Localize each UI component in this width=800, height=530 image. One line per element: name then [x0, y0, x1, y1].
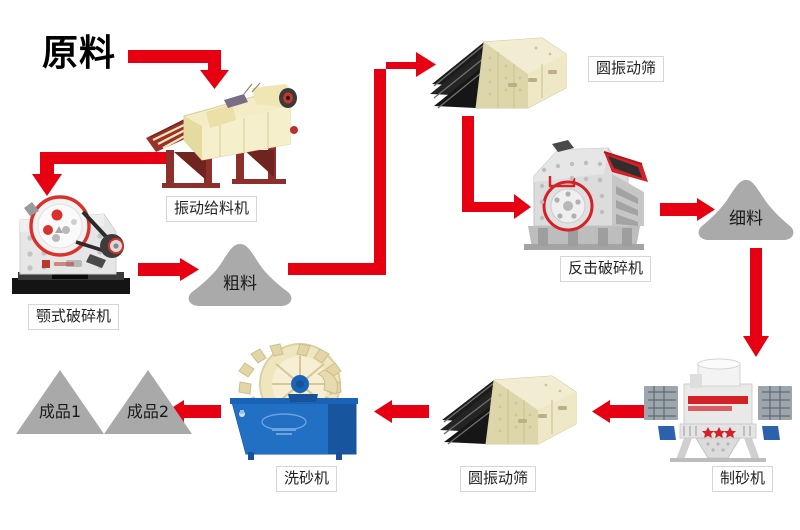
caption-sand-maker: 制砂机 — [712, 466, 774, 493]
caption-jaw-crusher: 颚式破碎机 — [28, 304, 120, 331]
triangle-finished-product-2: 成品2 — [102, 368, 194, 436]
arrow-screen2-to-washer — [374, 400, 430, 424]
caption-impact-crusher: 反击破碎机 — [560, 256, 652, 283]
arrow-feeder-to-jaw — [28, 152, 168, 200]
arrow-fine-to-sandmaker — [742, 248, 770, 358]
machine-sand-maker — [640, 358, 796, 462]
caption-vibrating-screen-top: 圆振动筛 — [588, 56, 665, 83]
machine-jaw-crusher — [8, 186, 140, 304]
triangle-label-product-2: 成品2 — [126, 402, 170, 421]
caption-vibrating-screen-bottom: 圆振动筛 — [460, 466, 537, 493]
page-title: 原料 — [42, 33, 117, 74]
caption-vibrating-feeder: 振动给料机 — [166, 196, 258, 223]
pile-label-fine: 细料 — [729, 208, 763, 229]
arrow-sandmaker-to-screen2 — [592, 400, 648, 424]
machine-impact-crusher — [512, 134, 664, 256]
machine-sand-washer — [228, 340, 372, 466]
triangle-label-product-1: 成品1 — [38, 402, 82, 421]
triangle-finished-product-1: 成品1 — [14, 368, 106, 436]
arrow-raw-to-feeder — [128, 44, 238, 90]
machine-vibrating-screen-top — [424, 28, 572, 124]
pile-label-coarse: 粗料 — [223, 273, 257, 294]
arrow-jaw-to-coarse — [138, 258, 200, 282]
machine-vibrating-screen-bottom — [436, 366, 584, 458]
pile-fine-material: 细料 — [694, 178, 798, 242]
arrow-screen-to-impact — [462, 116, 532, 220]
machine-vibrating-feeder — [140, 82, 300, 194]
arrow-coarse-to-screen — [288, 50, 438, 280]
arrow-impact-to-fine — [660, 198, 716, 222]
caption-sand-washer: 洗砂机 — [276, 466, 338, 493]
pile-coarse-material: 粗料 — [184, 242, 296, 308]
